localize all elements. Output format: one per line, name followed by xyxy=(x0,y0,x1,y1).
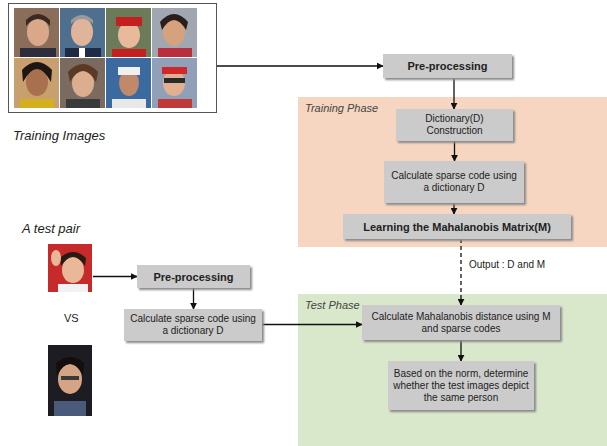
box-text: Calculate sparse code using a dictionary… xyxy=(129,313,257,337)
training-photo xyxy=(14,8,59,57)
box-text: Based on the norm, determine whether the… xyxy=(393,368,529,404)
training-photo xyxy=(60,58,105,108)
training-photo xyxy=(14,58,59,108)
dashed-connector xyxy=(460,239,461,305)
process-box: Learning the Mahalanobis Matrix(M) xyxy=(343,214,571,239)
process-box: Calculate sparse code using a dictionary… xyxy=(384,161,524,203)
box-text: Pre-processing xyxy=(407,60,487,72)
arrow-connector xyxy=(217,65,383,66)
training-photo xyxy=(106,8,151,57)
process-box: Calculate Mahalanobis distance using M a… xyxy=(362,305,560,340)
image-set-frame: Training Images xyxy=(8,3,217,113)
phase-label: Test Phase xyxy=(305,299,360,311)
box-text: Calculate sparse code using a dictionary… xyxy=(389,170,519,194)
arrow-connector xyxy=(453,203,454,214)
box-text: Calculate Mahalanobis distance using M a… xyxy=(367,311,555,335)
process-box: Pre-processing xyxy=(383,54,512,78)
box-text: Pre-processing xyxy=(153,271,233,283)
arrow-connector xyxy=(262,324,362,325)
arrow-connector xyxy=(460,340,461,361)
phase-ground xyxy=(298,97,607,247)
versus-label: VS xyxy=(64,312,79,324)
arrow-connector xyxy=(453,78,454,109)
test-pair-group: A test pairVS xyxy=(46,243,93,417)
phase-label: Training Phase xyxy=(305,102,378,114)
group-label: Training Images xyxy=(13,128,105,143)
process-box: Based on the norm, determine whether the… xyxy=(388,361,534,410)
box-text: Learning the Mahalanobis Matrix(M) xyxy=(363,221,551,233)
phase-band: Test PhaseCalculate Mahalanobis distance… xyxy=(298,294,607,446)
process-box: Dictionary(D) Construction xyxy=(396,109,513,141)
process-box: Pre-processing xyxy=(137,265,250,288)
training-photo xyxy=(106,58,151,108)
training-photo xyxy=(152,58,197,108)
training-photo xyxy=(152,8,197,57)
box-text: Dictionary(D) Construction xyxy=(401,113,508,137)
phase-band: Training PhaseDictionary(D) Construction… xyxy=(298,97,607,247)
arrow-connector xyxy=(193,288,194,309)
phase-ground xyxy=(298,294,607,446)
training-photo xyxy=(60,8,105,57)
group-label: A test pair xyxy=(22,221,80,236)
arrow-connector xyxy=(454,141,455,161)
process-box: Calculate sparse code using a dictionary… xyxy=(124,309,262,341)
test-photo xyxy=(48,345,92,416)
edge-label: Output : D and M xyxy=(467,259,547,270)
test-photo xyxy=(48,244,92,292)
arrow-connector xyxy=(93,276,137,277)
